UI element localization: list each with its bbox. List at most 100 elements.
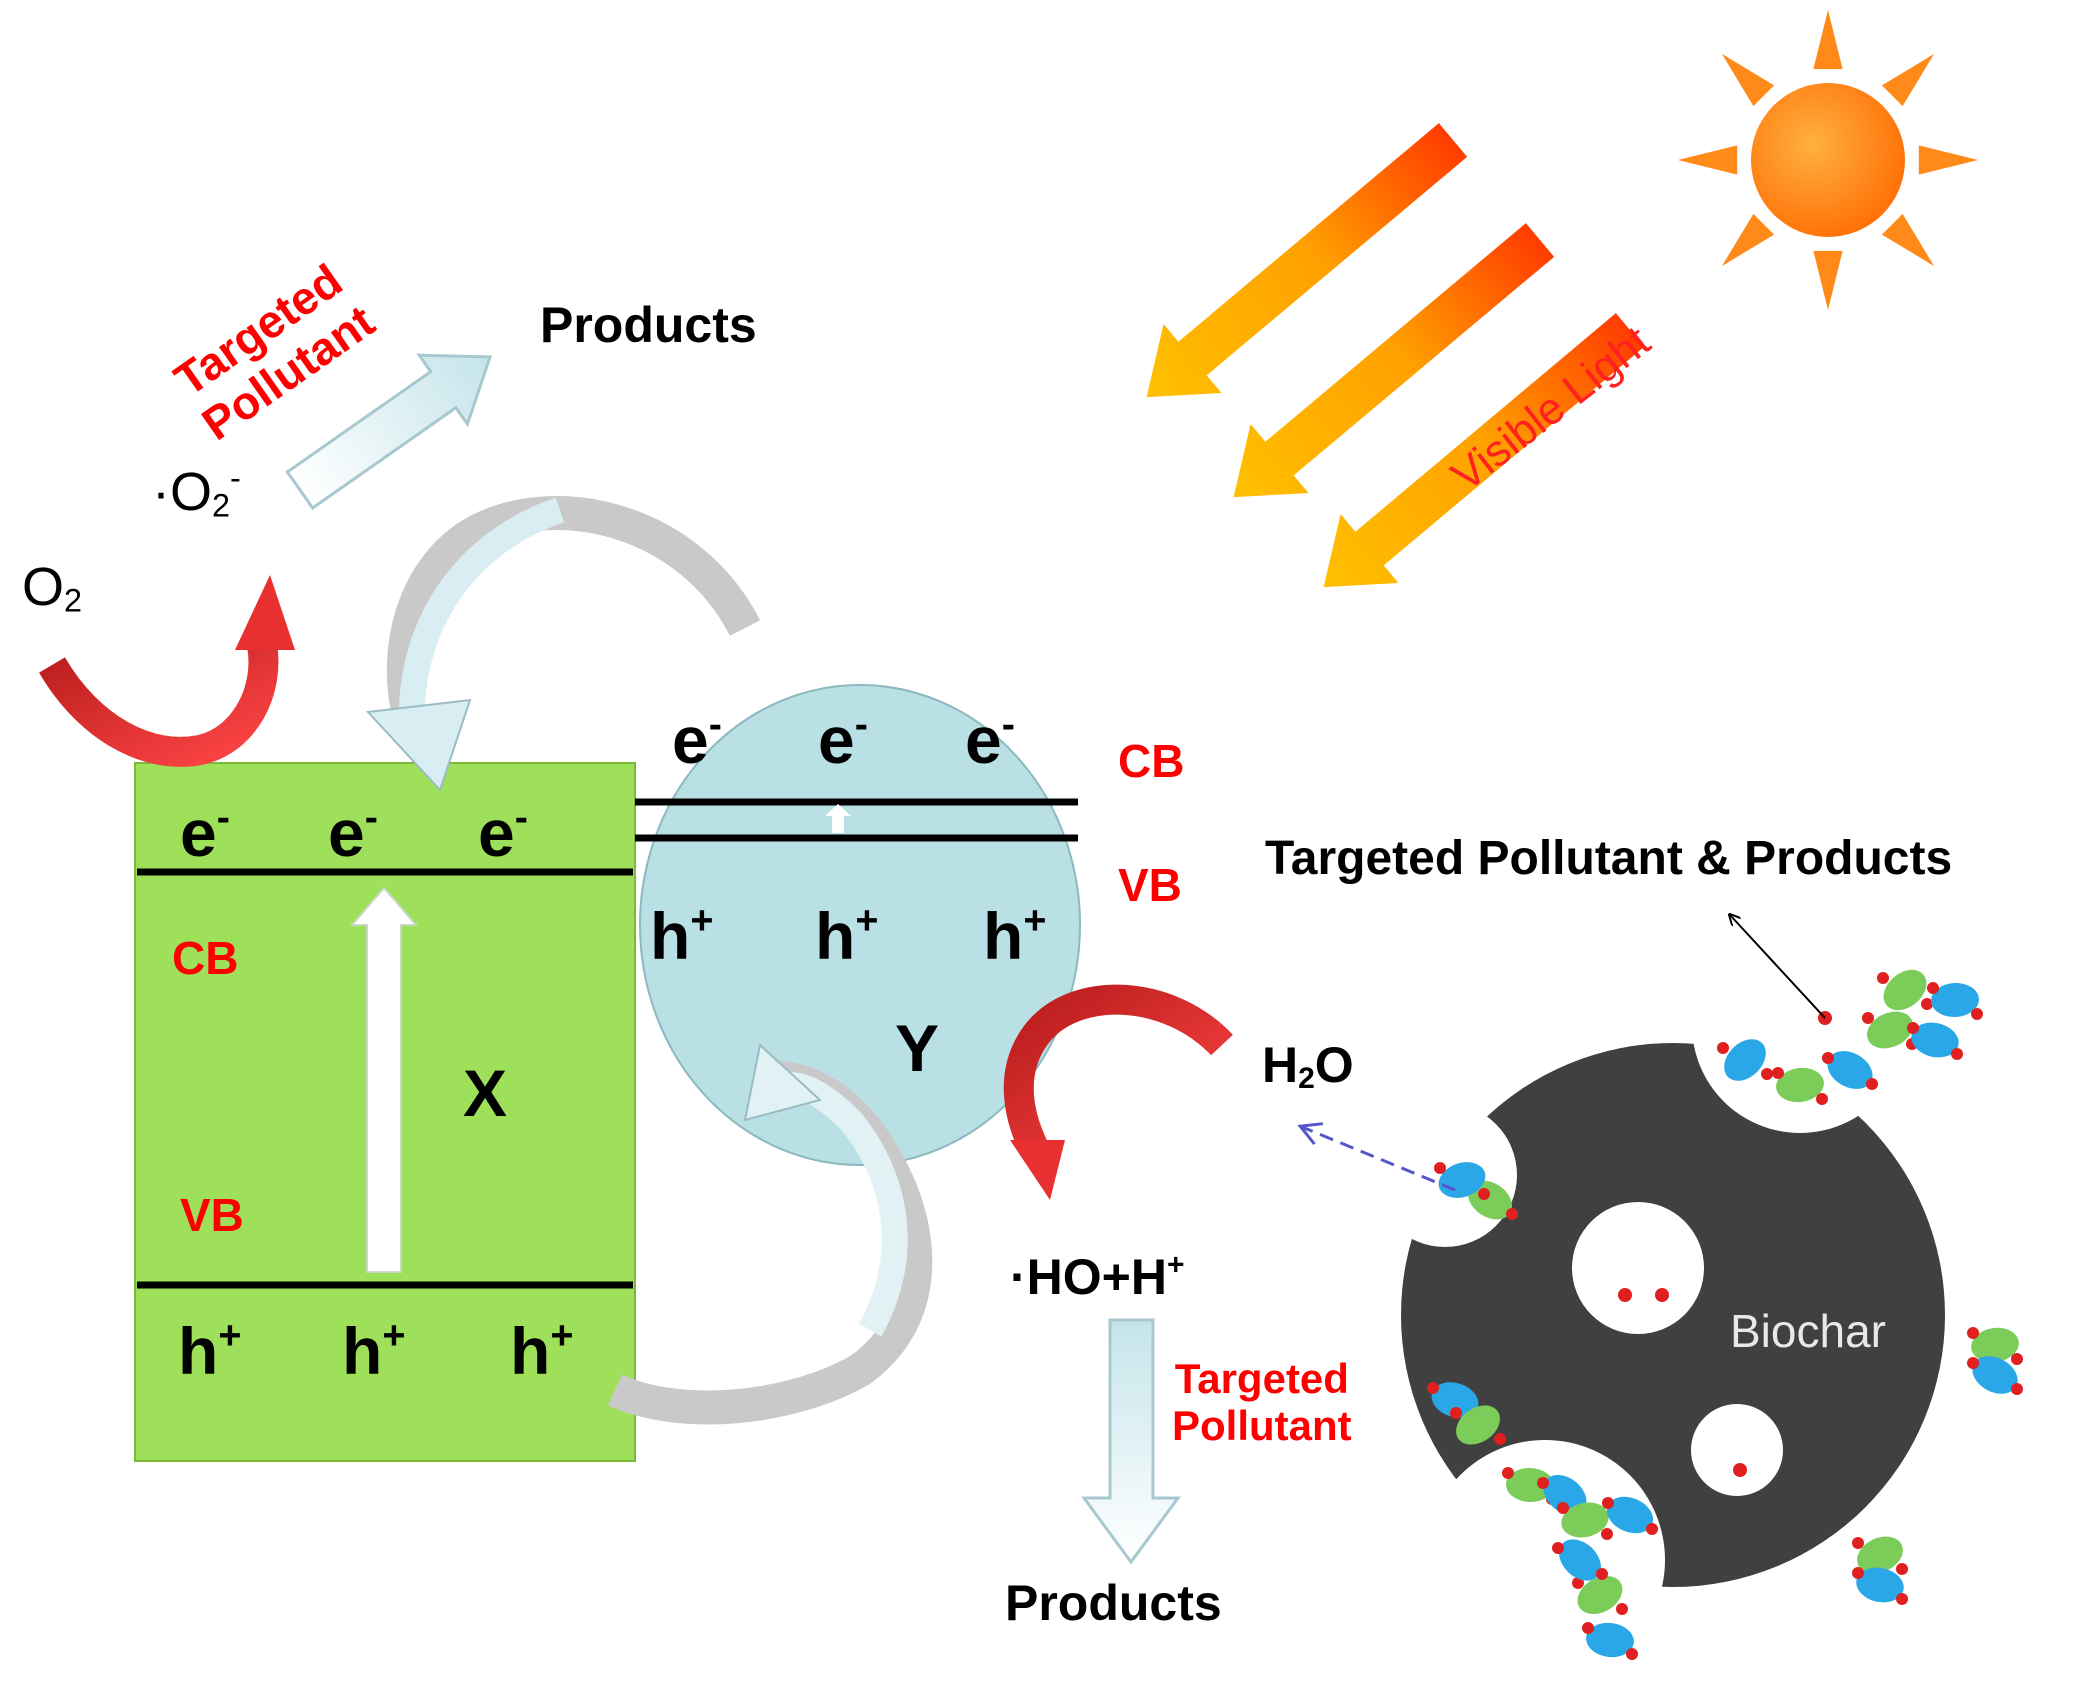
sun-ray-triangle	[1813, 10, 1843, 70]
sun-ray-triangle	[1721, 213, 1775, 267]
product-dot	[1772, 1067, 1784, 1079]
pollutant-molecule	[1857, 1536, 1903, 1574]
biochar-label: Biochar	[1730, 1305, 1886, 1357]
y-electron-3: e-	[965, 702, 1015, 777]
sun-rays	[1678, 10, 1978, 310]
product-dot	[1862, 1012, 1874, 1024]
y-electron-1: e-	[672, 702, 722, 777]
water-oxidation-arrow	[1003, 984, 1233, 1200]
top-products-label: Products	[540, 297, 757, 353]
product-dot	[1761, 1068, 1773, 1080]
x-label: X	[463, 1056, 508, 1130]
product-dot	[1506, 1208, 1518, 1220]
product-dot	[1951, 1048, 1963, 1060]
biochar-pore-inner	[1572, 1202, 1704, 1334]
y-hole-3: h+	[983, 898, 1047, 973]
product-dot	[1537, 1477, 1549, 1489]
x-vb-label: VB	[180, 1189, 244, 1241]
product-dot	[1557, 1502, 1569, 1514]
pollutant-molecule	[1467, 1180, 1513, 1220]
sun-ray-triangle	[1813, 250, 1843, 310]
light-ray-2	[1233, 223, 1555, 498]
sun-ray-triangle	[1918, 145, 1978, 175]
product-dot	[1552, 1542, 1564, 1554]
pollutant-molecule	[1586, 1622, 1634, 1658]
oxygen-label: O2	[22, 557, 83, 619]
product-dot	[1596, 1568, 1608, 1580]
pollutant-molecule	[1856, 1567, 1904, 1603]
x-electron-3: e-	[478, 795, 528, 870]
product-dot	[1852, 1537, 1864, 1549]
product-dot	[1717, 1042, 1729, 1054]
pollutant-molecule	[1506, 1467, 1554, 1503]
product-dot	[1921, 998, 1933, 1010]
pollutant-molecule	[1883, 969, 1927, 1011]
superoxide-label: ·O2-	[152, 459, 241, 524]
product-dot	[1866, 1078, 1878, 1090]
pollutant-molecule	[1577, 1576, 1623, 1614]
product-dot	[1494, 1433, 1506, 1445]
product-dot	[1733, 1463, 1747, 1477]
y-hole-1: h+	[650, 898, 714, 973]
product-dot	[1877, 972, 1889, 984]
pollutant-molecule	[1543, 1474, 1587, 1516]
electron-transfer-arrow	[365, 496, 761, 792]
pollutant-molecule	[1561, 1502, 1609, 1538]
product-dot	[1502, 1467, 1514, 1479]
product-dot	[2011, 1383, 2023, 1395]
pollutant-molecule	[1431, 1382, 1479, 1418]
product-dot	[1816, 1093, 1828, 1105]
products-arrow-top	[285, 353, 493, 511]
sun-icon	[1678, 10, 1978, 310]
bottom-products-label: Products	[1005, 1575, 1222, 1631]
product-dot	[1582, 1622, 1594, 1634]
x-hole-1: h+	[178, 1313, 242, 1388]
product-dot	[1822, 1052, 1834, 1064]
sun-disc	[1751, 83, 1905, 237]
pollutant-molecule	[1776, 1067, 1824, 1103]
product-dot	[1907, 1022, 1919, 1034]
sun-ray-triangle	[1721, 53, 1775, 107]
pollutant-molecule	[1606, 1496, 1654, 1534]
adsorbed-pollutant-molecules	[1427, 969, 2023, 1660]
x-electron-2: e-	[328, 795, 378, 870]
product-dot	[1450, 1407, 1462, 1419]
products-arrow-bottom	[1081, 1318, 1181, 1565]
light-rays	[1146, 123, 1645, 588]
product-dot	[1601, 1528, 1613, 1540]
pollutant-molecule	[1911, 1022, 1959, 1058]
biochar-pore-center	[1691, 1404, 1783, 1496]
product-dot	[1927, 982, 1939, 994]
y-label: Y	[895, 1011, 940, 1085]
y-cb-label: CB	[1118, 735, 1185, 787]
pollutant-molecule	[1971, 1327, 2019, 1363]
water-label: H2O	[1262, 1037, 1354, 1095]
sun-ray-triangle	[1881, 213, 1935, 267]
light-ray-3	[1323, 313, 1645, 588]
x-cb-label: CB	[172, 932, 239, 984]
product-dot	[1896, 1593, 1908, 1605]
x-hole-3: h+	[510, 1313, 574, 1388]
product-dot	[1618, 1288, 1632, 1302]
product-dot	[1616, 1603, 1628, 1615]
x-excitation-arrow	[349, 886, 419, 1273]
pollutant-molecule	[1724, 1039, 1766, 1081]
product-dot	[1572, 1577, 1584, 1589]
product-dot	[1427, 1382, 1439, 1394]
product-dot	[1646, 1523, 1658, 1535]
product-dot	[2011, 1353, 2023, 1365]
oxygen-reduction-arrow	[39, 575, 295, 767]
product-dot	[1626, 1648, 1638, 1660]
sun-ray-triangle	[1881, 53, 1935, 107]
pollutant-molecule	[1867, 1011, 1913, 1049]
product-dot	[1967, 1357, 1979, 1369]
pollutant-molecule	[1559, 1539, 1601, 1581]
y-hole-2: h+	[815, 898, 879, 973]
y-excitation-arrow	[825, 804, 851, 833]
pollutant-molecule	[1827, 1051, 1873, 1089]
sun-ray-triangle	[1678, 145, 1738, 175]
hydroxyl-radical-label: ·HO+H+	[1010, 1248, 1185, 1305]
light-ray-1	[1146, 123, 1468, 398]
